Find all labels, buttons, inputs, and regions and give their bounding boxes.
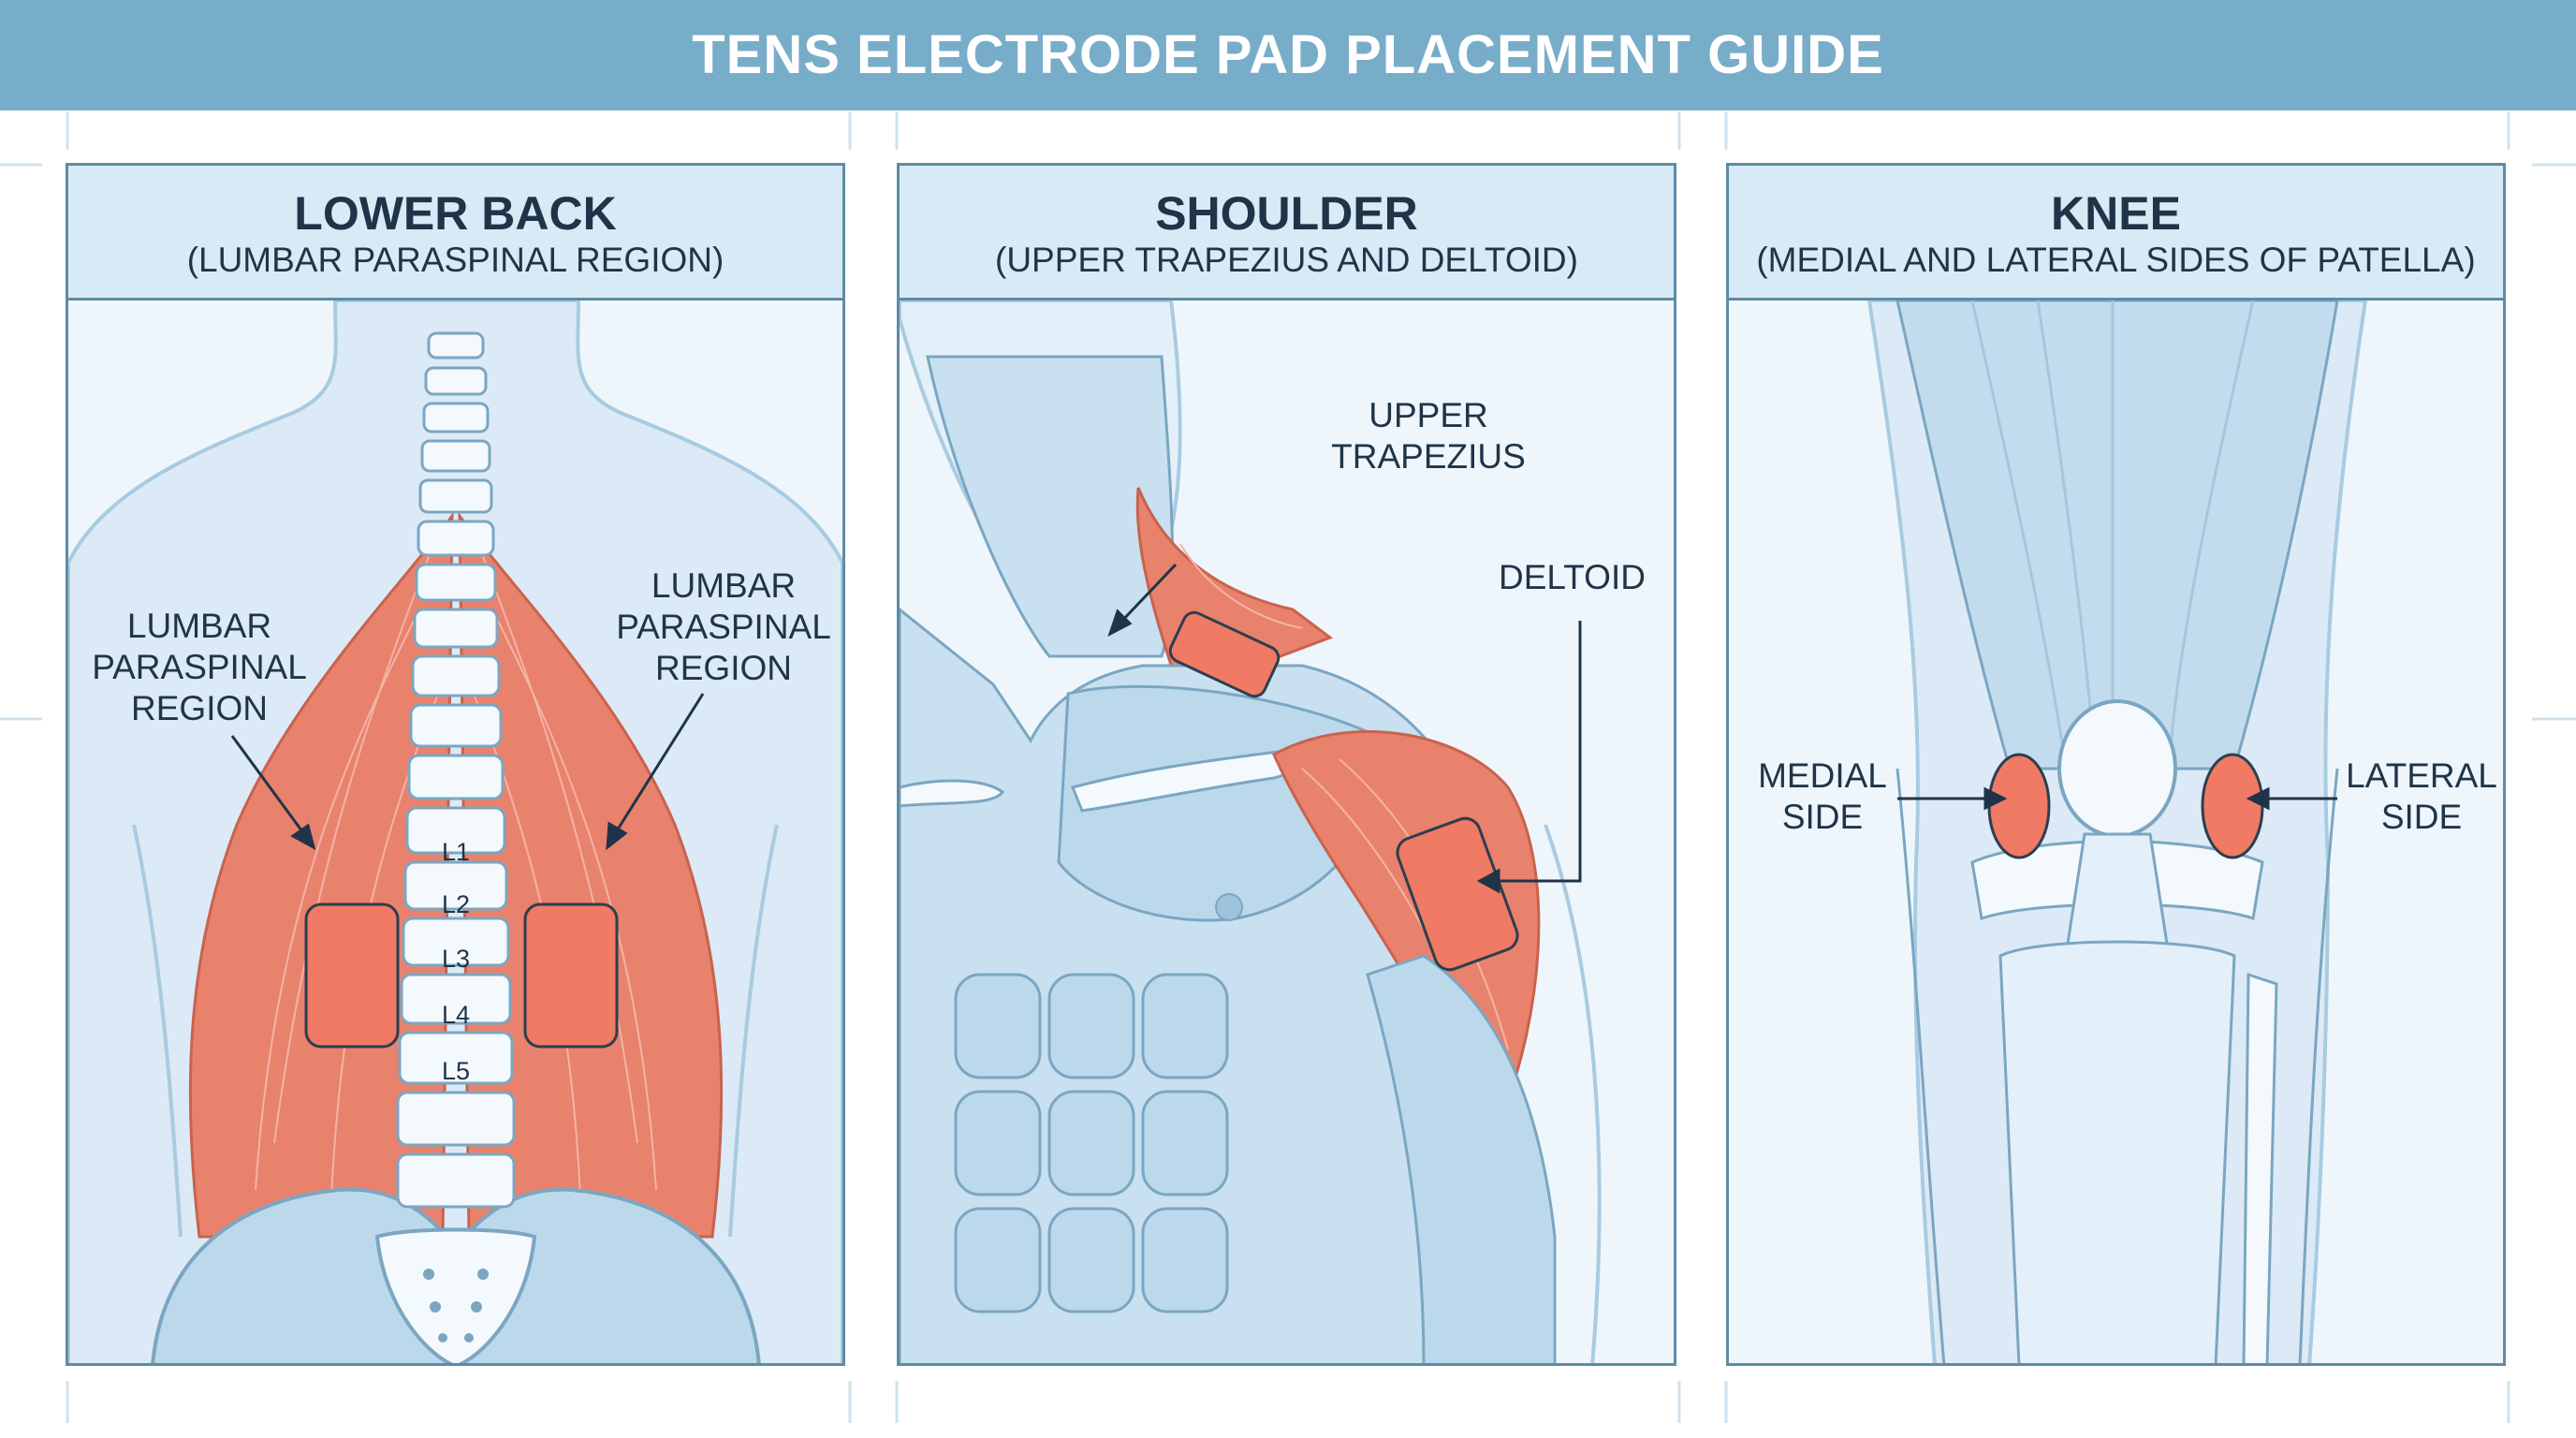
right-region-label-line: LUMBAR [651,566,797,605]
lateral-label-line: LATERAL [2346,756,2497,795]
vertebra-label-l1: L1 [441,838,471,866]
lower-back-panel: LOWER BACK (LUMBAR PARASPINAL REGION) [66,163,845,1366]
fibula [2242,972,2278,1363]
patellar-tendon [2064,832,2171,958]
left-region-label: LUMBAR PARASPINAL REGION [78,606,321,729]
lower-back-illustration [68,301,842,1363]
patella [2057,699,2177,838]
lateral-electrode-pad [2201,753,2264,859]
vertebra-label-l5: L5 [441,1057,471,1085]
medial-label-line: SIDE [1781,798,1864,836]
neck-muscles [926,355,1175,658]
lower-back-subtitle: (LUMBAR PARASPINAL REGION) [186,241,724,279]
sacrum [374,1227,537,1363]
vertebra-label-l3: L3 [441,945,471,973]
right-region-label: LUMBAR PARASPINAL REGION [602,565,842,689]
right-region-label-line: REGION [655,649,792,687]
abdominal-muscles [954,973,1229,1313]
left-region-label-line: LUMBAR [126,607,272,645]
shoulder-panel: SHOULDER (UPPER TRAPEZIUS AND DELTOID) [897,163,1676,1366]
knee-panel: KNEE (MEDIAL AND LATERAL SIDES OF PATELL… [1726,163,2506,1366]
right-region-label-line: PARASPINAL [616,608,831,646]
spine [396,331,516,1209]
right-electrode-pad [523,902,619,1049]
trapezius-label: UPPER TRAPEZIUS [1321,395,1536,477]
left-region-label-line: REGION [131,689,268,727]
lower-back-title: LOWER BACK [294,187,617,240]
knee-subtitle: (MEDIAL AND LATERAL SIDES OF PATELLA) [1756,241,2476,279]
upper-arm [1366,954,1557,1363]
knee-title: KNEE [2051,187,2181,240]
trapezius-electrode-pad [1168,610,1281,698]
vertebra-label-l4: L4 [441,1001,471,1029]
medial-electrode-pad [1987,753,2051,859]
knee-header: KNEE (MEDIAL AND LATERAL SIDES OF PATELL… [1729,166,2503,301]
left-region-label-line: PARASPINAL [92,648,307,686]
lower-back-header: LOWER BACK (LUMBAR PARASPINAL REGION) [68,166,842,301]
tibia [1998,940,2236,1363]
medial-label-line: MEDIAL [1758,756,1887,795]
right-paraspinal-muscle [458,511,724,1239]
medial-label: MEDIAL SIDE [1748,756,1897,838]
lateral-label: LATERAL SIDE [2342,756,2501,838]
trapezius-label-line: TRAPEZIUS [1331,437,1526,476]
knee-illustration [1729,301,2503,1363]
shoulder-title: SHOULDER [1155,187,1418,240]
title-banner: TENS ELECTRODE PAD PLACEMENT GUIDE [0,0,2576,110]
shoulder-illustration [900,301,1674,1363]
shoulder-subtitle: (UPPER TRAPEZIUS AND DELTOID) [995,241,1578,279]
left-electrode-pad [304,902,400,1049]
left-paraspinal-muscle [188,511,454,1239]
vertebra-label-l2: L2 [441,890,471,918]
deltoid-label: DELTOID [1499,558,1646,596]
clavicle-left [900,779,1005,808]
shoulder-header: SHOULDER (UPPER TRAPEZIUS AND DELTOID) [900,166,1674,301]
page-title: TENS ELECTRODE PAD PLACEMENT GUIDE [692,24,1884,85]
lateral-label-line: SIDE [2380,798,2463,836]
trapezius-label-line: UPPER [1368,396,1488,434]
